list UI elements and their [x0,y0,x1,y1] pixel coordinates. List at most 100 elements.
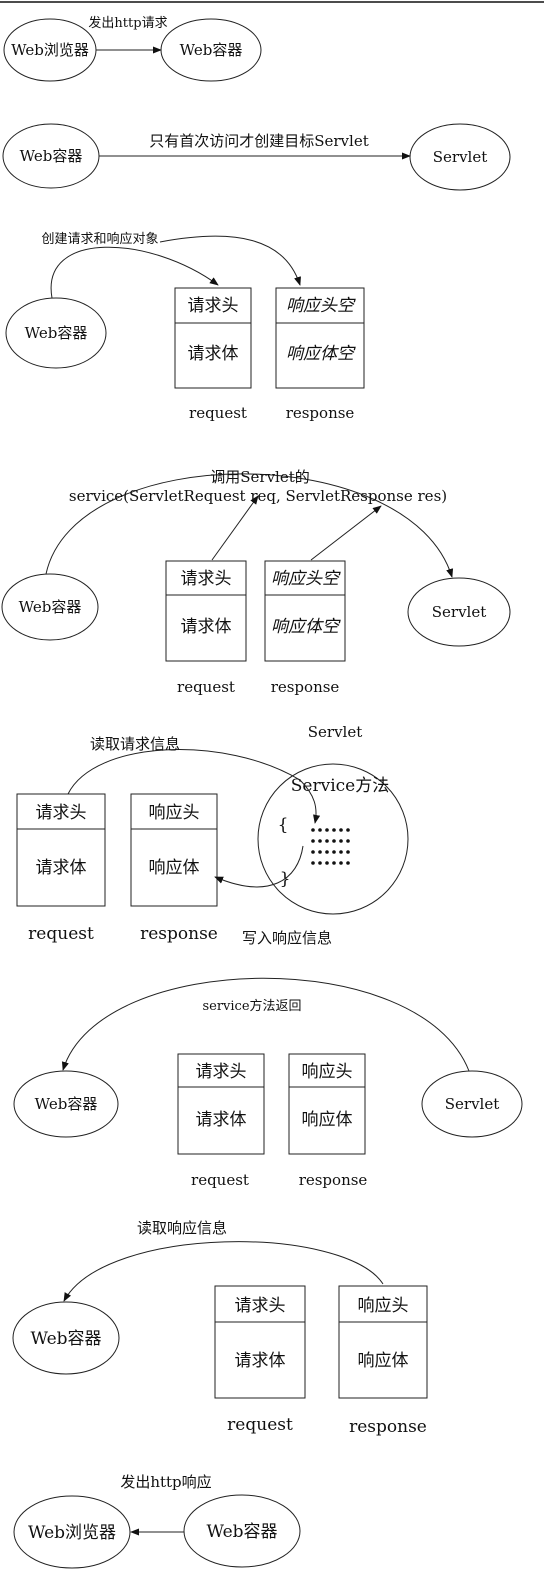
servlet-label: Servlet [445,1095,500,1113]
code-placeholder-dots [311,828,350,865]
web-container-label: Web容器 [30,1329,101,1349]
request-header: 请求头 [188,296,239,316]
response-body: 响应体 [302,1110,353,1130]
code-dot [332,828,336,832]
web-browser-label: Web浏览器 [11,41,89,59]
code-dot [325,850,329,854]
request-object [177,1053,265,1155]
response-caption: response [271,678,340,696]
read-request-label: 读取请求信息 [90,735,180,753]
code-dot [311,850,315,854]
web-container-node [1,573,99,641]
servlet-node [407,577,511,647]
code-dot [318,861,322,865]
step-3-create-objects: Web容器 创建请求和响应对象 请求头 请求体 request 响应头空 响应体… [5,231,365,422]
code-dot [346,850,350,854]
code-dot [318,839,322,843]
step-5-service-method: 请求头 请求体 request 响应头 响应体 response Servlet… [16,723,409,947]
response-object [288,1053,366,1155]
response-caption: response [349,1417,427,1437]
web-container-node [183,1494,301,1568]
code-dot [318,828,322,832]
request-caption: request [28,924,94,944]
code-dot [325,839,329,843]
response-caption: response [299,1171,368,1189]
request-caption: request [191,1171,249,1189]
request-object [165,560,247,662]
web-container-node [5,297,107,369]
step-1-browser-request: Web浏览器 Web容器 发出http请求 [3,15,262,82]
request-header: 请求头 [36,803,87,823]
web-container-node [12,1301,120,1375]
response-body: 响应体空 [271,617,341,637]
response-header: 响应头 [149,803,200,823]
code-dot [346,861,350,865]
response-caption: response [140,924,218,944]
response-header: 响应头 [358,1296,409,1316]
code-dot [325,828,329,832]
create-servlet-label: 只有首次访问才创建目标Servlet [149,132,369,150]
service-method-label: Service方法 [291,776,389,796]
request-caption: request [177,678,235,696]
response-object [275,287,365,389]
request-object [174,287,252,389]
read-response-curve [63,1241,384,1302]
code-dot [311,861,315,865]
web-container-label: Web容器 [20,147,83,165]
send-request-label: 发出http请求 [88,15,167,31]
code-dot [332,839,336,843]
response-caption: response [286,404,355,422]
read-response-label: 读取响应信息 [137,1219,227,1237]
code-dot [332,850,336,854]
web-browser-label: Web浏览器 [28,1523,116,1543]
service-return-curve [61,977,470,1072]
servlet-label: Servlet [432,603,487,621]
request-caption: request [189,404,247,422]
response-body: 响应体空 [286,344,356,364]
web-container-label: Web容器 [25,324,88,342]
brace-open: { [278,815,289,835]
code-dot [339,861,343,865]
step-2-create-servlet: Web容器 Servlet 只有首次访问才创建目标Servlet [2,123,511,191]
web-container-label: Web容器 [206,1522,277,1542]
request-header: 请求头 [181,569,232,589]
response-object [130,793,218,907]
send-response-label: 发出http响应 [120,1473,211,1491]
code-dot [339,828,343,832]
code-dot [311,839,315,843]
code-dot [332,861,336,865]
servlet-label: Servlet [433,148,488,166]
request-header: 请求头 [196,1062,247,1082]
response-header: 响应头空 [271,569,341,589]
code-dot [339,839,343,843]
response-body: 响应体 [358,1351,409,1371]
response-body: 响应体 [149,858,200,878]
code-dot [346,828,350,832]
request-object [16,793,106,907]
servlet-title: Servlet [308,723,363,741]
request-body: 请求体 [181,617,232,637]
request-body: 请求体 [188,344,239,364]
response-object [264,560,346,662]
create-objects-curve [50,246,219,299]
write-response-curve [214,845,304,888]
response-header: 响应头空 [286,296,356,316]
web-container-label: Web容器 [180,41,243,59]
create-objects-label: 创建请求和响应对象 [41,231,158,247]
code-dot [339,850,343,854]
code-dot [346,839,350,843]
web-browser-node [13,1495,131,1569]
step-6-service-return: Web容器 Servlet service方法返回 请求头 请求体 reques… [13,977,523,1189]
step-7-read-response: Web容器 读取响应信息 请求头 请求体 request 响应头 响应体 res… [12,1219,428,1437]
write-response-label: 写入响应信息 [242,929,332,947]
code-dot [318,850,322,854]
request-body: 请求体 [36,858,87,878]
code-dot [325,861,329,865]
request-caption: request [227,1415,293,1435]
request-header: 请求头 [235,1296,286,1316]
servlet-node [421,1070,523,1138]
step-4-call-service: Web容器 Servlet 调用Servlet的 service(Servlet… [1,468,511,696]
read-request-curve [67,749,321,824]
request-param-arrow [211,495,259,561]
call-service-label-line1: 调用Servlet的 [210,468,310,486]
